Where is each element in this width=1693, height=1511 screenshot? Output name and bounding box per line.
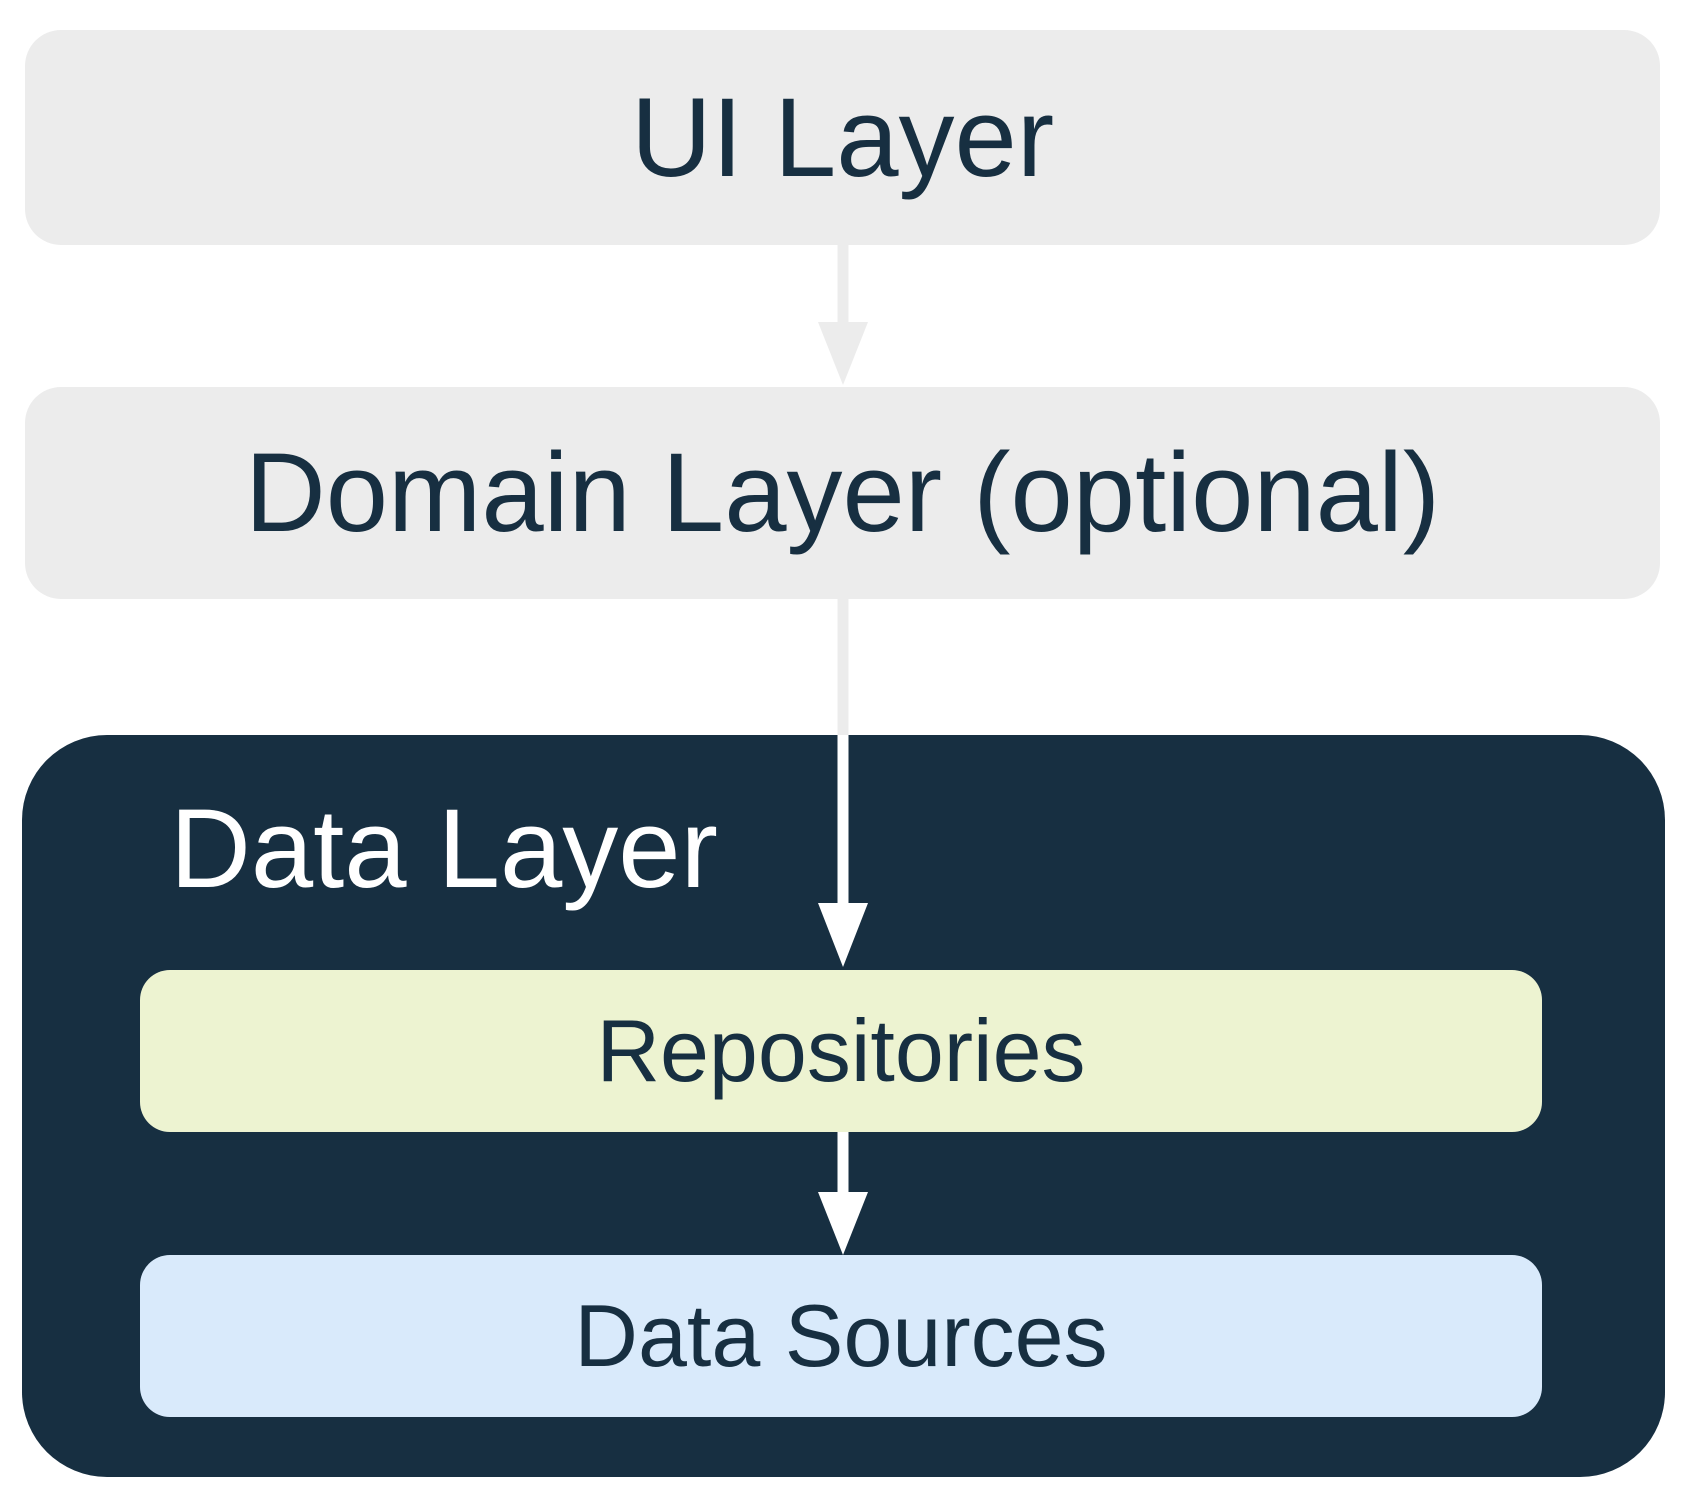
data-sources-label: Data Sources bbox=[574, 1286, 1108, 1385]
arrow-ui-to-domain bbox=[818, 245, 868, 385]
arrow-stem bbox=[837, 245, 849, 325]
arrow-domain-to-repositories bbox=[818, 599, 868, 967]
repositories-label: Repositories bbox=[596, 1001, 1086, 1100]
arrow-stem-outside bbox=[837, 599, 849, 737]
repositories-box: Repositories bbox=[140, 970, 1542, 1132]
arrow-head-icon bbox=[818, 903, 868, 967]
arrow-stem-inside bbox=[837, 735, 849, 905]
ui-layer-box: UI Layer bbox=[25, 30, 1660, 245]
ui-layer-label: UI Layer bbox=[630, 74, 1055, 200]
domain-layer-box: Domain Layer (optional) bbox=[25, 387, 1660, 599]
arrow-stem bbox=[837, 1132, 849, 1194]
arrow-head-icon bbox=[818, 1192, 868, 1255]
data-sources-box: Data Sources bbox=[140, 1255, 1542, 1417]
data-layer-label: Data Layer bbox=[170, 786, 718, 911]
arrow-repositories-to-data-sources bbox=[818, 1132, 868, 1255]
arrow-head-icon bbox=[818, 322, 868, 385]
domain-layer-label: Domain Layer (optional) bbox=[244, 430, 1441, 555]
